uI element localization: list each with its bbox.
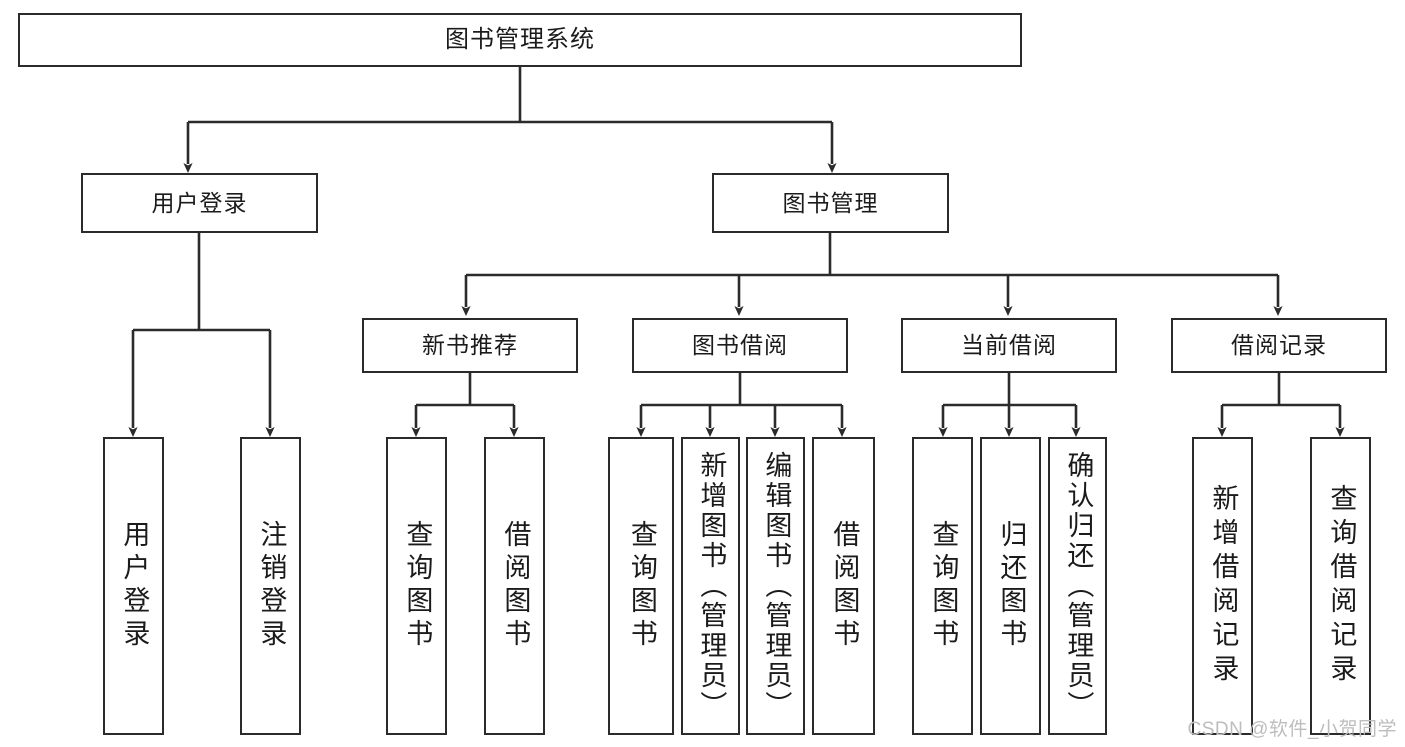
leaf-add-borrow-record[interactable]: 新增借阅记录 xyxy=(1192,437,1253,735)
node-label: 图书管理 xyxy=(782,189,879,216)
node-root-system[interactable]: 图书管理系统 xyxy=(18,13,1022,67)
leaf-user-login[interactable]: 用户登录 xyxy=(103,437,164,735)
node-new-book-recommend[interactable]: 新书推荐 xyxy=(362,318,578,373)
leaf-borrow-book[interactable]: 借阅图书 xyxy=(812,437,875,735)
node-label: 查询图书 xyxy=(928,520,959,652)
node-label: 新增图书（管理员） xyxy=(696,451,727,721)
node-borrow-record[interactable]: 借阅记录 xyxy=(1171,318,1387,373)
node-label: 借阅图书 xyxy=(829,520,860,652)
leaf-query-borrow-record[interactable]: 查询借阅记录 xyxy=(1310,437,1371,735)
node-label: 图书管理系统 xyxy=(445,26,595,53)
leaf-add-book-admin[interactable]: 新增图书（管理员） xyxy=(681,437,740,735)
node-label: 用户登录 xyxy=(151,189,248,216)
node-label: 借阅图书 xyxy=(500,520,531,652)
node-label: 编辑图书（管理员） xyxy=(761,451,792,721)
leaf-borrow-book-recommend[interactable]: 借阅图书 xyxy=(484,437,545,735)
node-label: 新增借阅记录 xyxy=(1208,484,1239,688)
node-label: 当前借阅 xyxy=(961,332,1057,358)
leaf-query-book-borrow[interactable]: 查询图书 xyxy=(608,437,674,735)
node-label: 归还图书 xyxy=(996,520,1027,652)
leaf-user-logout[interactable]: 注销登录 xyxy=(240,437,301,735)
node-label: 查询借阅记录 xyxy=(1326,484,1357,688)
leaf-query-book-current[interactable]: 查询图书 xyxy=(912,437,973,735)
node-label: 图书借阅 xyxy=(692,332,788,358)
node-book-management[interactable]: 图书管理 xyxy=(712,173,949,233)
leaf-return-book[interactable]: 归还图书 xyxy=(980,437,1041,735)
node-current-borrow[interactable]: 当前借阅 xyxy=(901,318,1117,373)
leaf-confirm-return-admin[interactable]: 确认归还（管理员） xyxy=(1048,437,1107,735)
leaf-edit-book-admin[interactable]: 编辑图书（管理员） xyxy=(746,437,805,735)
node-label: 用户登录 xyxy=(119,520,150,652)
node-label: 注销登录 xyxy=(256,520,287,652)
node-user-login[interactable]: 用户登录 xyxy=(81,173,318,233)
node-label: 借阅记录 xyxy=(1231,332,1327,358)
node-label: 查询图书 xyxy=(626,520,657,652)
node-label: 查询图书 xyxy=(402,520,433,652)
node-book-borrow[interactable]: 图书借阅 xyxy=(632,318,848,373)
leaf-query-book-recommend[interactable]: 查询图书 xyxy=(386,437,447,735)
node-label: 新书推荐 xyxy=(422,332,518,358)
node-label: 确认归还（管理员） xyxy=(1063,451,1094,721)
watermark: CSDN @软件_小贺同学 xyxy=(1187,719,1397,740)
